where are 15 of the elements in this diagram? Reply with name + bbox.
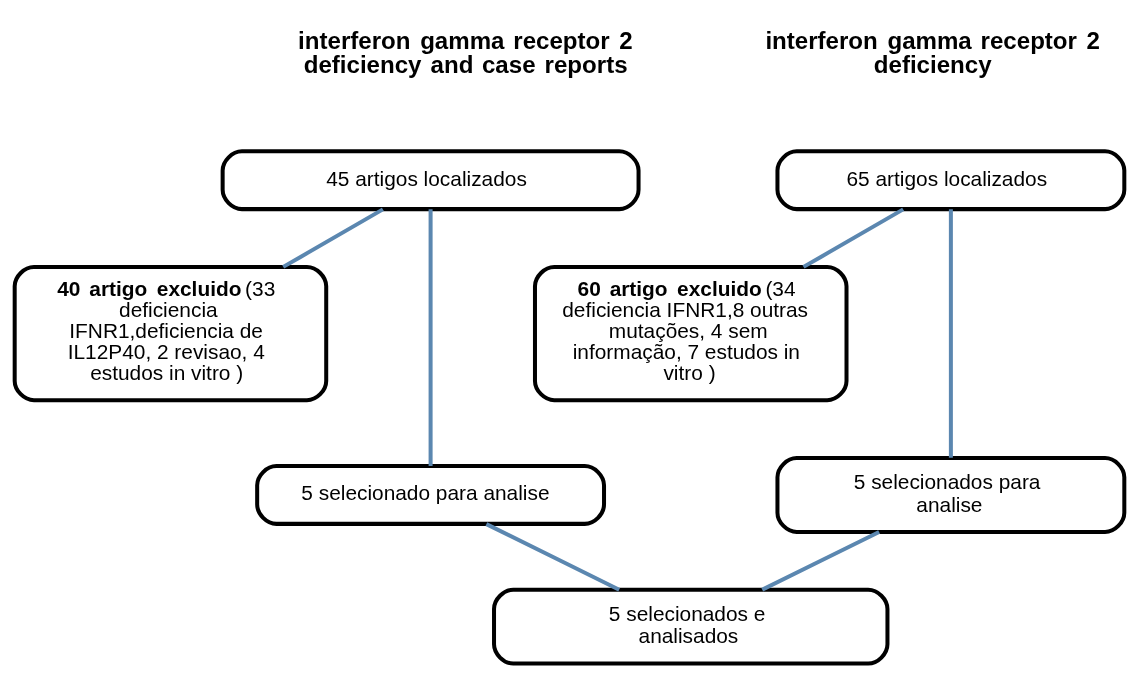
label: interferon gamma receptor 2 deficiency (765, 26, 1100, 78)
node-box: 5 selecionados para analise (775, 455, 1127, 534)
connector (802, 207, 905, 269)
node-box: 60 artigo excluido (34 deficiencia IFNR1,8 outras mutações, 4 sem informação, 7 estudos in vitro ) (532, 264, 849, 402)
connector (282, 207, 384, 269)
node-box: 5 selecionados e analisados (492, 587, 890, 666)
node-box: 40 artigo excluido (33 deficiencia IFNR1,deficiencia de IL12P40, 2 revisao, 4 estudos in vitro ) (12, 264, 329, 402)
connector (485, 521, 621, 591)
label: interferon gamma receptor 2 deficiency and case reports (298, 26, 633, 78)
node-box: 65 artigos localizados (775, 148, 1127, 211)
connector (948, 208, 953, 458)
connector (761, 529, 880, 591)
node-box: 45 artigos localizados (220, 148, 641, 211)
connector (428, 208, 433, 466)
node-box: 5 selecionado para analise (255, 463, 607, 526)
